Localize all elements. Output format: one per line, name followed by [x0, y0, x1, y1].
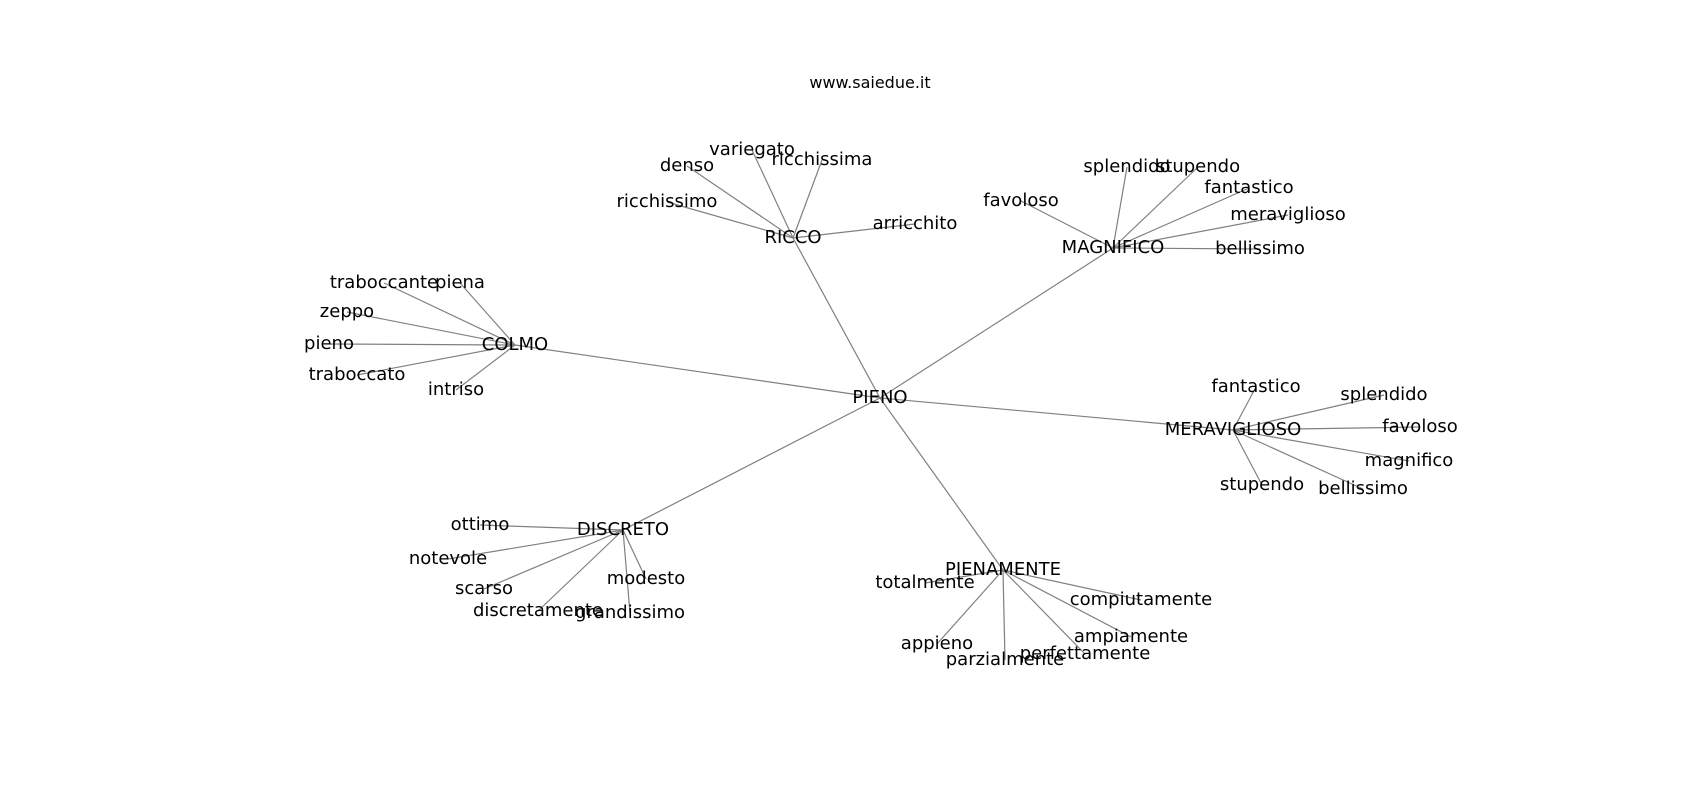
edge-pieno-pienamente [879, 397, 1004, 571]
edge-colmo-leaf [383, 282, 516, 346]
edge-colmo-leaf [346, 311, 516, 346]
edge-colmo-leaf [356, 344, 516, 376]
leaf-node-pienamente: ampiamente [1074, 626, 1188, 647]
leaf-node-pienamente: parzialmente [946, 649, 1065, 670]
hub-node-meraviglioso: MERAVIGLIOSO [1165, 419, 1302, 440]
hub-node-ricco: RICCO [764, 227, 821, 248]
edge-discreto-leaf [622, 529, 647, 580]
edge-ricco-leaf [792, 223, 916, 239]
leaf-node-meraviglioso: fantastico [1211, 376, 1300, 397]
edge-meraviglioso-leaf [1232, 426, 1421, 431]
edge-pienamente-leaf [936, 569, 1004, 645]
edge-discreto-leaf [447, 529, 624, 560]
leaf-node-colmo: piena [435, 272, 485, 293]
edge-discreto-leaf [483, 529, 624, 590]
edge-colmo-leaf [328, 343, 516, 346]
edge-discreto-leaf [537, 529, 624, 612]
leaf-node-discreto: grandissimo [575, 602, 685, 623]
center-node-label: PIENO [852, 387, 907, 408]
leaf-node-magnifico: bellissimo [1215, 238, 1305, 259]
edge-magnifico-leaf [1020, 200, 1114, 249]
leaf-node-colmo: pieno [304, 333, 354, 354]
leaf-node-ricco: ricchissima [772, 149, 873, 170]
edge-pieno-colmo [514, 344, 881, 399]
edge-meraviglioso-leaf [1232, 394, 1385, 431]
leaf-node-pienamente: totalmente [875, 572, 974, 593]
edge-pienamente-leaf [1002, 569, 1006, 661]
hub-node-magnifico: MAGNIFICO [1062, 237, 1165, 258]
leaf-node-discreto: discretamente [473, 600, 603, 621]
leaf-node-colmo: traboccante [330, 272, 438, 293]
edge-pieno-magnifico [879, 247, 1114, 399]
edge-meraviglioso-leaf [1232, 386, 1257, 431]
leaf-node-pienamente: compiutamente [1070, 589, 1213, 610]
edge-magnifico-leaf [1112, 187, 1250, 249]
edge-pienamente-leaf [924, 569, 1004, 584]
leaf-node-meraviglioso: bellissimo [1318, 478, 1408, 499]
leaf-node-magnifico: fantastico [1204, 177, 1293, 198]
leaf-node-colmo: intriso [428, 379, 484, 400]
edge-meraviglioso-leaf [1232, 429, 1410, 462]
hub-node-colmo: COLMO [482, 334, 548, 355]
leaf-node-pienamente: appieno [901, 633, 973, 654]
leaf-node-discreto: ottimo [451, 514, 510, 535]
leaf-node-meraviglioso: splendido [1340, 384, 1427, 405]
edges-layer [328, 149, 1421, 661]
edge-magnifico-leaf [1112, 166, 1199, 249]
edge-ricco-leaf [792, 159, 823, 239]
edge-magnifico-leaf [1112, 166, 1128, 249]
leaf-node-ricco: denso [660, 155, 714, 176]
leaf-node-magnifico: meraviglioso [1230, 204, 1346, 225]
leaf-node-meraviglioso: favoloso [1382, 416, 1457, 437]
edge-magnifico-leaf [1112, 214, 1289, 249]
edge-ricco-leaf [686, 165, 794, 239]
edge-meraviglioso-leaf [1232, 429, 1364, 490]
leaf-node-discreto: modesto [607, 568, 686, 589]
edge-pieno-ricco [792, 237, 881, 399]
leaf-node-ricco: arricchito [873, 213, 958, 234]
edge-ricco-leaf [666, 201, 794, 239]
edge-pieno-discreto [622, 397, 881, 531]
leaf-node-discreto: scarso [455, 578, 513, 599]
leaf-node-pienamente: perfettamente [1020, 643, 1151, 664]
leaf-node-colmo: traboccato [309, 364, 406, 385]
edge-colmo-leaf [455, 344, 516, 391]
edge-colmo-leaf [459, 282, 516, 346]
edge-ricco-leaf [751, 149, 794, 239]
leaf-node-magnifico: stupendo [1156, 156, 1240, 177]
leaf-node-meraviglioso: magnifico [1365, 450, 1454, 471]
site-title: www.saiedue.it [809, 73, 930, 92]
leaf-node-colmo: zeppo [320, 301, 374, 322]
edge-meraviglioso-leaf [1232, 429, 1263, 486]
leaf-node-ricco: ricchissimo [617, 191, 718, 212]
edge-magnifico-leaf [1112, 247, 1261, 250]
edge-pieno-meraviglioso [879, 397, 1234, 431]
leaf-node-discreto: notevole [409, 548, 487, 569]
leaf-node-ricco: variegato [709, 139, 795, 160]
edge-pienamente-leaf [1002, 569, 1132, 638]
edge-pienamente-leaf [1002, 569, 1086, 655]
leaf-node-magnifico: splendido [1083, 156, 1170, 177]
hub-node-discreto: DISCRETO [577, 519, 669, 540]
edge-pienamente-leaf [1002, 569, 1142, 601]
hub-node-pienamente: PIENAMENTE [945, 559, 1061, 580]
edge-discreto-leaf [622, 529, 631, 614]
leaf-node-meraviglioso: stupendo [1220, 474, 1304, 495]
leaf-node-magnifico: favoloso [983, 190, 1058, 211]
edge-discreto-leaf [479, 524, 624, 531]
